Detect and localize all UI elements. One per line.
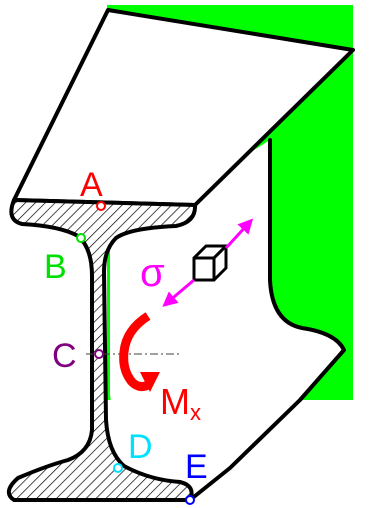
web-right-edge bbox=[188, 138, 346, 502]
stress-arrow-lower bbox=[162, 278, 195, 307]
point-c-label: C bbox=[52, 337, 77, 375]
stress-arrow-upper bbox=[224, 218, 254, 250]
point-e-label: E bbox=[185, 448, 208, 486]
point-b-label: B bbox=[44, 248, 67, 286]
point-a-label: A bbox=[80, 166, 103, 204]
point-a-marker bbox=[96, 201, 106, 211]
moment-arrow bbox=[119, 312, 153, 392]
moment-subscript: x bbox=[190, 400, 201, 425]
point-c-marker bbox=[94, 349, 104, 359]
stress-element-cube bbox=[192, 244, 228, 282]
point-d-label: D bbox=[128, 428, 153, 466]
point-d-marker bbox=[113, 463, 123, 473]
point-e-marker bbox=[185, 495, 195, 505]
moment-symbol: M bbox=[160, 381, 190, 422]
web-side-face bbox=[110, 140, 344, 500]
point-b-marker bbox=[76, 233, 86, 243]
moment-arrowhead bbox=[140, 372, 160, 392]
moment-label: Mx bbox=[160, 381, 201, 425]
stress-symbol-label: σ bbox=[140, 251, 165, 295]
